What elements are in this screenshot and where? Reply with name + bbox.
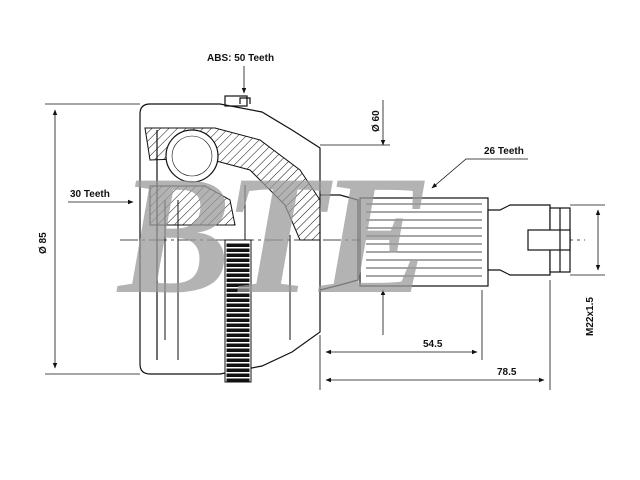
- inner-teeth-label: 30 Teeth: [70, 189, 110, 200]
- abs-tooth: [226, 363, 250, 367]
- abs-tooth: [226, 338, 250, 342]
- abs-tooth: [226, 333, 250, 337]
- thread-section: [487, 204, 571, 276]
- abs-tooth: [226, 303, 250, 307]
- abs-tooth: [226, 253, 250, 257]
- abs-tooth: [226, 378, 250, 382]
- abs-tooth: [226, 323, 250, 327]
- dim-thread: [570, 204, 605, 276]
- abs-tooth: [226, 278, 250, 282]
- abs-tooth: [226, 298, 250, 302]
- thread-label: M22x1.5: [585, 297, 596, 336]
- abs-tooth: [226, 243, 250, 247]
- ball: [165, 129, 219, 183]
- abs-tooth: [226, 293, 250, 297]
- abs-tooth: [226, 283, 250, 287]
- length-short-label: 54.5: [423, 339, 443, 350]
- abs-tooth: [226, 258, 250, 262]
- abs-tooth: [226, 348, 250, 352]
- shaft-diameter-label: Ø 60: [371, 110, 382, 132]
- abs-tooth: [226, 368, 250, 372]
- abs-tooth: [226, 353, 250, 357]
- abs-tooth: [226, 313, 250, 317]
- watermark: BTE: [118, 141, 433, 329]
- section-hatch-lower: [149, 185, 236, 226]
- dim-60: [320, 100, 390, 335]
- abs-tooth: [226, 308, 250, 312]
- dim-54-5: [319, 290, 483, 390]
- abs-tooth: [226, 273, 250, 277]
- outer-teeth-label: 26 Teeth: [484, 146, 524, 157]
- abs-tooth: [226, 263, 250, 267]
- dim-78-5: [325, 280, 551, 390]
- abs-tooth: [226, 358, 250, 362]
- abs-ring: [224, 239, 252, 383]
- abs-teeth-label: ABS: 50 Teeth: [207, 53, 275, 64]
- abs-tooth: [226, 343, 250, 347]
- spline-shaft: [359, 197, 489, 287]
- leaders: [68, 66, 528, 205]
- abs-tooth: [226, 318, 250, 322]
- neck: [319, 194, 359, 291]
- abs-tooth: [226, 288, 250, 292]
- housing: [139, 95, 321, 375]
- dim-85: [45, 103, 140, 375]
- outer-diameter-label: Ø 85: [38, 232, 49, 254]
- abs-tooth: [226, 373, 250, 377]
- length-long-label: 78.5: [497, 367, 517, 378]
- abs-tooth: [226, 248, 250, 252]
- abs-tooth: [226, 328, 250, 332]
- abs-tooth: [226, 268, 250, 272]
